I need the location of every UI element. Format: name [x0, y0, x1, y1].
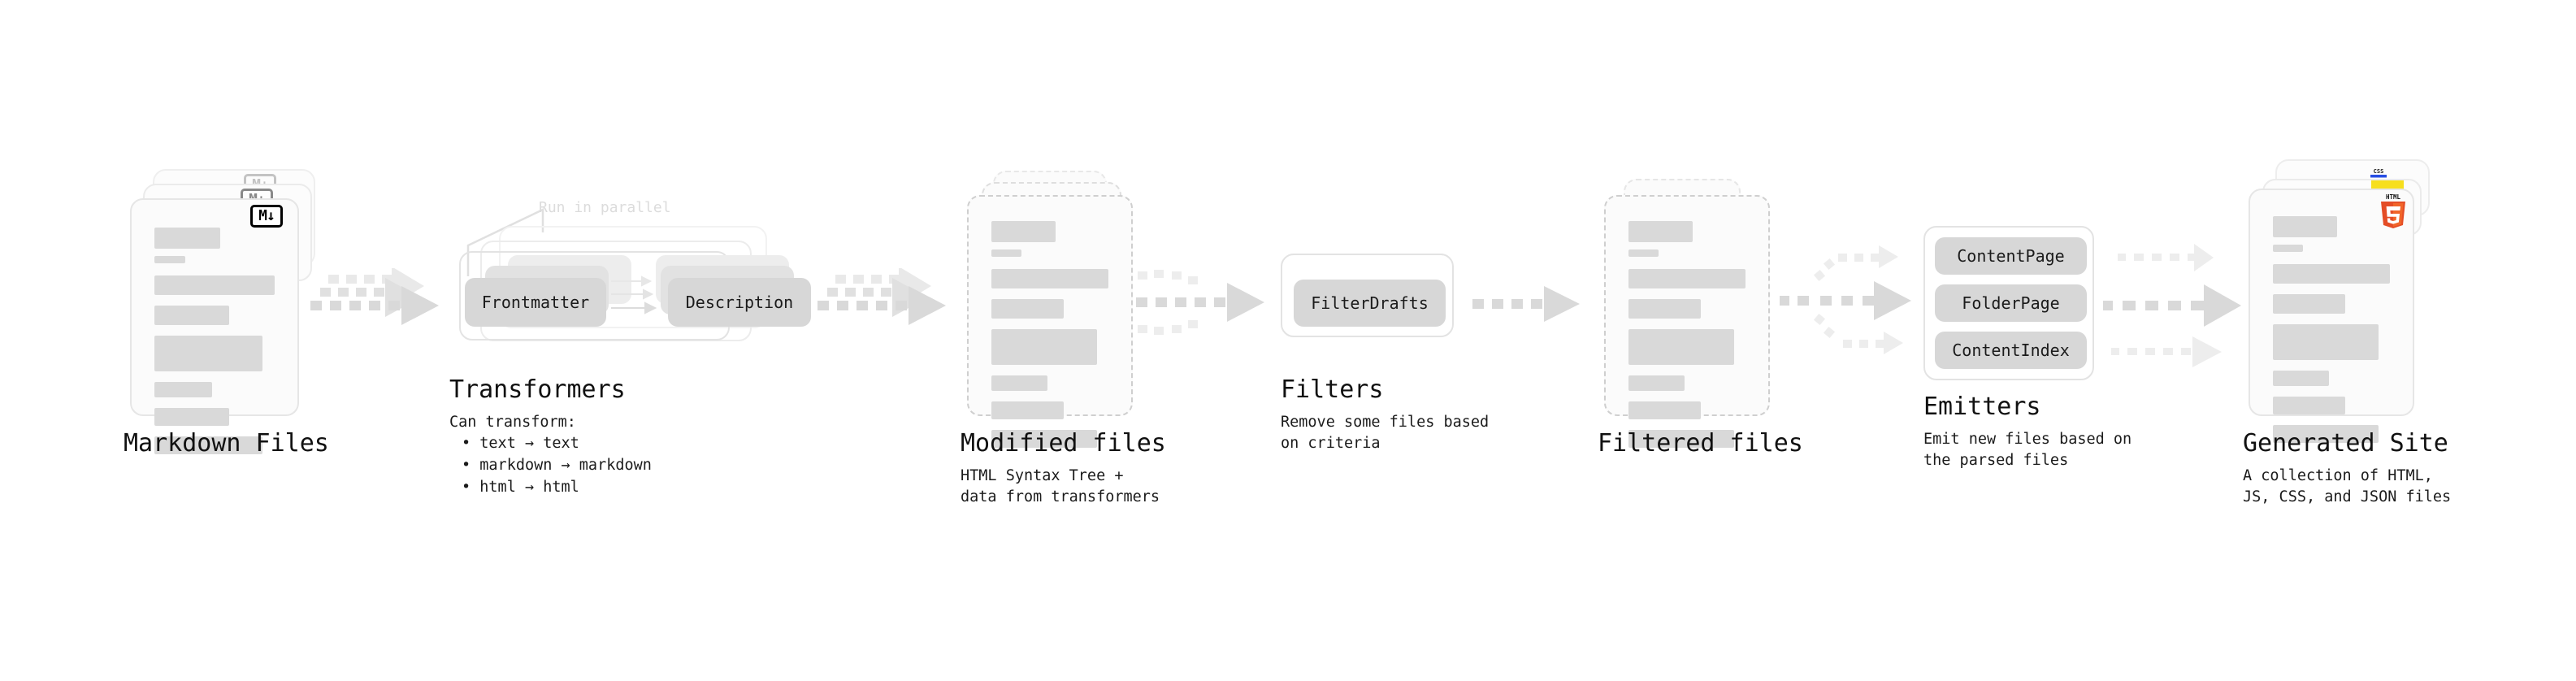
skeleton-bar: [154, 306, 229, 325]
skeleton-bar: [2273, 216, 2338, 237]
transformer-inner-arrows: [611, 275, 657, 314]
modified-files-subtitle: HTML Syntax Tree + data from transformer…: [961, 467, 1160, 505]
skeleton-bar: [1628, 221, 1693, 242]
emitter-chip-contentpage-label: ContentPage: [1957, 246, 2065, 266]
emitter-chip-folderpage-label: FolderPage: [1962, 293, 2060, 313]
arrow-transformers-to-modified: [817, 268, 946, 325]
markdown-badge-text: M↓: [258, 207, 275, 224]
skeleton-bar: [154, 228, 221, 249]
skeleton-bar: [154, 275, 275, 295]
emitters-subtitle: Emit new files based on the parsed files: [1923, 431, 2132, 469]
filtered-skeleton: [1628, 221, 1746, 458]
filters-subtitle: Remove some files based on criteria: [1281, 414, 1490, 452]
skeleton-bar: [154, 436, 263, 454]
page-title-generated-site: Generated Site: [2243, 429, 2448, 458]
skeleton-bar: [2273, 397, 2346, 414]
skeleton-bar: [154, 256, 186, 263]
transformer-chip-frontmatter-label: Frontmatter: [481, 293, 590, 312]
page-title-emitters: Emitters: [1923, 393, 2041, 421]
skeleton-bar: [1628, 375, 1685, 391]
emitter-chip-contentindex[interactable]: ContentIndex: [1935, 332, 2087, 369]
arrow-filters-to-filtered: [1472, 286, 1580, 322]
skeleton-bar: [2273, 324, 2379, 360]
skeleton-bar: [991, 249, 1022, 257]
arrow-emitters-to-site: [2103, 244, 2241, 367]
skeleton-bar: [2273, 264, 2390, 284]
generated-skeleton: [2273, 216, 2390, 453]
transformers-bullet-0: • text → text: [462, 435, 579, 452]
skeleton-bar: [991, 221, 1056, 242]
skeleton-bar: [991, 269, 1108, 288]
transformer-chip-description-label: Description: [685, 293, 794, 312]
arrow-filtered-to-emitters: [1780, 245, 1911, 354]
transformers-bullet-1: • markdown → markdown: [462, 457, 652, 474]
skeleton-bar: [2273, 425, 2379, 443]
svg-text:CSS: CSS: [2374, 168, 2384, 175]
skeleton-bar: [991, 430, 1097, 448]
transformer-chip-frontmatter[interactable]: Frontmatter: [465, 278, 606, 327]
page-title-filters: Filters: [1281, 375, 1384, 404]
html5-badge: HTML: [2381, 193, 2405, 228]
emitter-chip-contentpage[interactable]: ContentPage: [1935, 237, 2087, 275]
skeleton-bar: [2273, 245, 2304, 252]
skeleton-bar: [1628, 299, 1702, 319]
modified-file-card-front: [967, 195, 1133, 448]
markdown-file-card-front: [130, 198, 299, 454]
generated-site-subtitle: A collection of HTML, JS, CSS, and JSON …: [2243, 467, 2452, 505]
skeleton-bar: [1628, 401, 1702, 419]
emitter-chip-contentindex-label: ContentIndex: [1952, 340, 2070, 360]
skeleton-bar: [991, 329, 1097, 365]
filtered-file-card-front: [1604, 195, 1770, 448]
emitter-chip-folderpage[interactable]: FolderPage: [1935, 284, 2087, 322]
filter-chip-filterdrafts[interactable]: FilterDrafts: [1294, 280, 1446, 327]
skeleton-bar: [2273, 371, 2330, 386]
arrow-markdown-to-transformers: [310, 268, 439, 325]
skeleton-bar: [1628, 249, 1659, 257]
skeleton-bar: [1628, 269, 1746, 288]
page-title-transformers: Transformers: [449, 375, 626, 404]
skeleton-bar: [1628, 329, 1734, 365]
skeleton-bar: [1628, 430, 1734, 448]
markdown-badge: M↓: [250, 205, 283, 228]
generated-file-card-front: [2249, 189, 2414, 443]
skeleton-bar: [154, 336, 263, 371]
page-title-markdown-files: Markdown Files: [124, 429, 329, 458]
skeleton-bar: [991, 375, 1048, 391]
html5-badge-text: HTML: [2386, 193, 2401, 201]
page-title-modified-files: Modified files: [961, 429, 1166, 458]
skeleton-bar: [991, 401, 1065, 419]
skeleton-bar: [991, 299, 1065, 319]
modified-skeleton: [991, 221, 1108, 458]
run-in-parallel-label: Run in parallel: [539, 199, 671, 216]
transformer-chip-description[interactable]: Description: [668, 278, 811, 327]
transformers-subtitle: Can transform:: [449, 414, 576, 431]
transformers-bullet-2: • html → html: [462, 479, 579, 496]
skeleton-bar: [2273, 294, 2346, 314]
markdown-skeleton: [154, 228, 275, 465]
filter-chip-filterdrafts-label: FilterDrafts: [1311, 293, 1429, 313]
arrow-modified-to-filters: [1136, 270, 1264, 335]
skeleton-bar: [154, 382, 213, 397]
page-title-filtered-files: Filtered files: [1598, 429, 1803, 458]
skeleton-bar: [154, 408, 229, 426]
css3-badge: CSS: [2370, 168, 2387, 178]
